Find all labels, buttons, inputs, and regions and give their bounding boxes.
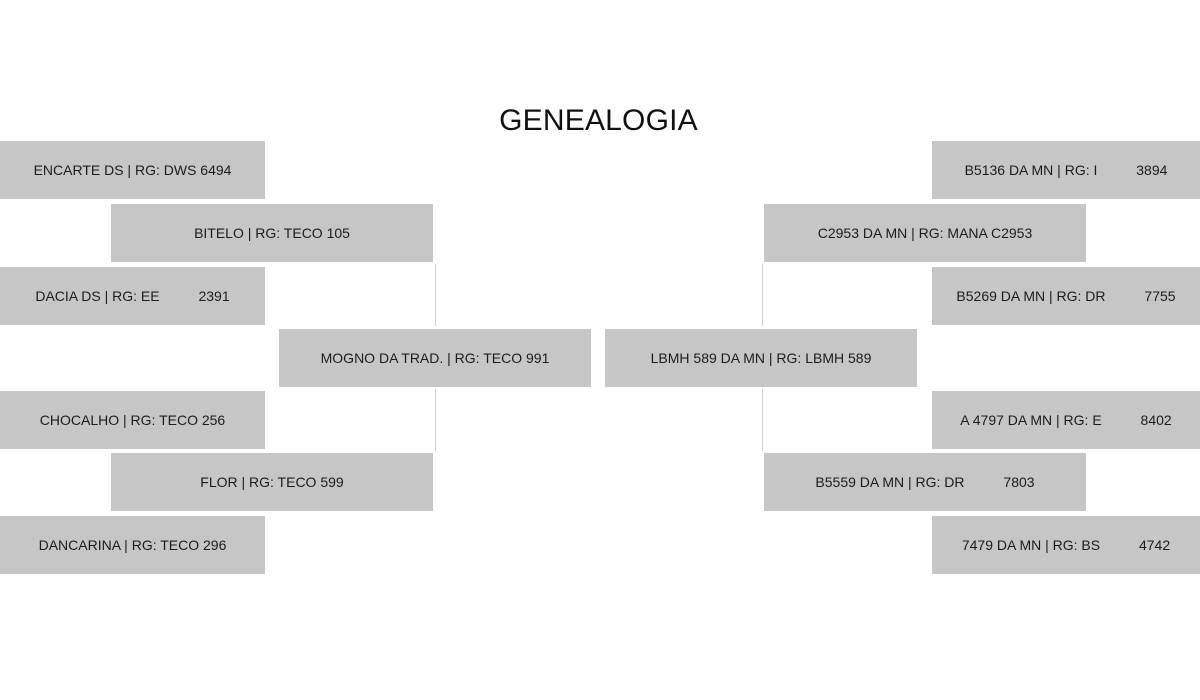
maternal-sire-dam-box: B5269 DA MN | RG: DR 7755 <box>932 267 1200 325</box>
right-upper-connector <box>762 264 763 326</box>
dam-dam-box: DANCARINA | RG: TECO 296 <box>0 516 265 574</box>
left-lower-connector <box>435 389 436 451</box>
dam-dam-label: DANCARINA | RG: TECO 296 <box>38 537 227 553</box>
sire-label: BITELO | RG: TECO 105 <box>194 225 350 241</box>
maternal-dam-sire-box: A 4797 DA MN | RG: E 8402 <box>932 391 1200 449</box>
maternal-dam-sire-label: A 4797 DA MN | RG: E 8402 <box>960 412 1172 428</box>
maternal-dam-dam-box: 7479 DA MN | RG: BS 4742 <box>932 516 1200 574</box>
maternal-sire-sire-box: B5136 DA MN | RG: I 3894 <box>932 141 1200 199</box>
maternal-dam-label: B5559 DA MN | RG: DR 7803 <box>815 474 1035 490</box>
animal-label: MOGNO DA TRAD. | RG: TECO 991 <box>320 350 550 366</box>
right-lower-connector <box>762 389 763 451</box>
page-title: GENEALOGIA <box>499 104 698 137</box>
maternal-sire-box: C2953 DA MN | RG: MANA C2953 <box>764 204 1086 262</box>
sire-box: BITELO | RG: TECO 105 <box>111 204 433 262</box>
maternal-dam-dam-label: 7479 DA MN | RG: BS 4742 <box>961 537 1171 553</box>
animal-box: MOGNO DA TRAD. | RG: TECO 991 <box>279 329 591 387</box>
dam-label: FLOR | RG: TECO 599 <box>200 474 344 490</box>
sire-dam-label: DACIA DS | RG: EE 2391 <box>35 288 230 304</box>
sire-sire-label: ENCARTE DS | RG: DWS 6494 <box>33 162 232 178</box>
maternal-dam-box: B5559 DA MN | RG: DR 7803 <box>764 453 1086 511</box>
maternal-animal-box: LBMH 589 DA MN | RG: LBMH 589 <box>605 329 917 387</box>
dam-sire-box: CHOCALHO | RG: TECO 256 <box>0 391 265 449</box>
sire-sire-box: ENCARTE DS | RG: DWS 6494 <box>0 141 265 199</box>
maternal-sire-label: C2953 DA MN | RG: MANA C2953 <box>817 225 1033 241</box>
sire-dam-box: DACIA DS | RG: EE 2391 <box>0 267 265 325</box>
dam-box: FLOR | RG: TECO 599 <box>111 453 433 511</box>
maternal-sire-dam-label: B5269 DA MN | RG: DR 7755 <box>956 288 1176 304</box>
maternal-animal-label: LBMH 589 DA MN | RG: LBMH 589 <box>650 350 872 366</box>
dam-sire-label: CHOCALHO | RG: TECO 256 <box>39 412 226 428</box>
maternal-sire-sire-label: B5136 DA MN | RG: I 3894 <box>964 162 1168 178</box>
left-upper-connector <box>435 264 436 326</box>
